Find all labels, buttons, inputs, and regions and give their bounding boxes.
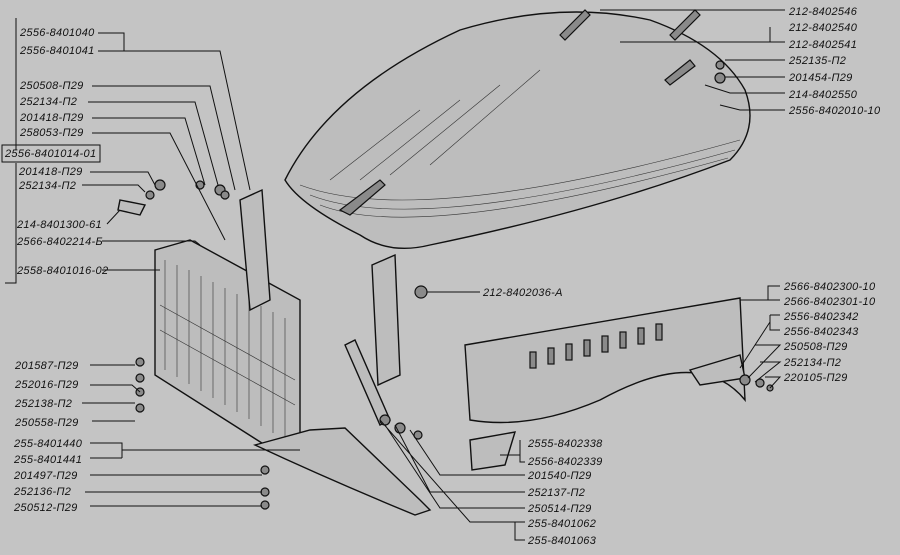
part-label: 252137-П2 (527, 487, 585, 499)
hood-support-bracket (371, 253, 401, 387)
part-label: 255-8401441 (13, 454, 82, 466)
part-label: 201418-П29 (19, 112, 84, 124)
hood-panel (284, 9, 751, 250)
part-label: 250558-П29 (14, 417, 79, 429)
part-label: 212-8402541 (788, 39, 857, 51)
part-label: 201587-П29 (14, 360, 79, 372)
part-label: 2556-8401014-01 (4, 148, 96, 160)
part-label: 2556-8401040 (19, 27, 95, 39)
part-label: 255-8401063 (527, 535, 597, 547)
part-label: 2566-8402214-Б (16, 236, 103, 248)
fasteners (135, 60, 774, 510)
part-label: 252134-П2 (18, 180, 76, 192)
part-label: 212-8402540 (788, 22, 858, 34)
part-label: 2556-8402343 (783, 326, 859, 338)
part-label: 250508-П29 (19, 80, 84, 92)
part-label: 250512-П29 (13, 502, 78, 514)
part-label: 212-8402036-А (482, 287, 563, 299)
part-label: 250508-П29 (783, 341, 848, 353)
part-label: 201540-П29 (527, 470, 592, 482)
part-label: 255-8401440 (13, 438, 83, 450)
part-label: 214-8402550 (788, 89, 858, 101)
emblem (117, 199, 147, 216)
part-label: 258053-П29 (19, 127, 84, 139)
part-label: 2556-8401041 (19, 45, 95, 57)
part-label: 201497-П29 (13, 470, 78, 482)
part-label: 2566-8402301-10 (783, 296, 876, 308)
grille-post (239, 188, 271, 312)
part-label: 2566-8402300-10 (783, 281, 876, 293)
radiator-grille (154, 239, 301, 446)
side-panel (464, 297, 746, 471)
part-label: 252136-П2 (13, 486, 71, 498)
part-label: 212-8402546 (788, 6, 858, 18)
part-label: 214-8401300-61 (16, 219, 102, 231)
part-label: 252016-П29 (14, 379, 79, 391)
part-label: 2556-8402339 (527, 456, 603, 468)
part-label: 252134-П2 (19, 96, 77, 108)
label-box (1, 144, 101, 163)
part-label: 2556-8402010-10 (788, 105, 881, 117)
part-label: 2558-8401016-02 (16, 265, 108, 277)
part-label: 250514-П29 (527, 503, 592, 515)
part-label: 252134-П2 (783, 357, 841, 369)
part-label: 2556-8402342 (783, 311, 859, 323)
part-label: 255-8401062 (527, 518, 596, 530)
part-label: 2555-8402338 (527, 438, 603, 450)
leader-lines (5, 9, 785, 541)
part-label: 201418-П29 (18, 166, 83, 178)
part-label: 252135-П2 (788, 55, 846, 67)
part-label: 252138-П2 (14, 398, 72, 410)
part-label: 201454-П29 (788, 72, 853, 84)
part-label: 220105-П29 (783, 372, 848, 384)
